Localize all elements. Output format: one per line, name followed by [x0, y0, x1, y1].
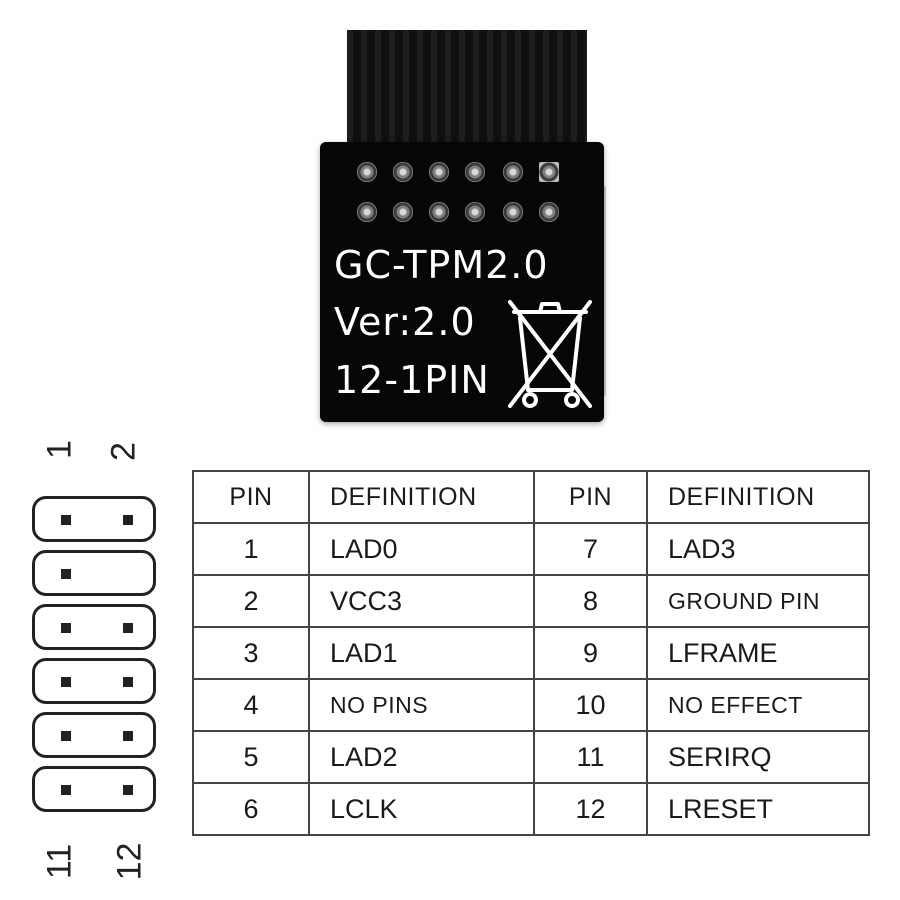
pin-2-label: 2 — [104, 442, 143, 461]
header-pin — [503, 162, 523, 182]
board-pin-count-text: 12-1PIN — [334, 358, 490, 402]
pin-definition: LAD1 — [308, 626, 535, 680]
header-row-1 — [32, 496, 156, 542]
pin-hole — [123, 623, 133, 633]
pin-definition: NO PINS — [308, 678, 535, 732]
pin-number: 2 — [192, 574, 310, 628]
board-model-text: GC-TPM2.0 — [334, 243, 549, 287]
header-pin — [357, 162, 377, 182]
board-version-text: Ver:2.0 — [334, 300, 476, 344]
header-pin — [465, 162, 485, 182]
pin-definition-table: PIN DEFINITION PIN DEFINITION 1 LAD0 7 L… — [192, 470, 870, 836]
header-pin — [465, 202, 485, 222]
pin-hole — [61, 785, 71, 795]
pin-hole — [61, 623, 71, 633]
pin-definition: LFRAME — [646, 626, 870, 680]
table-row: 2 VCC3 8 GROUND PIN — [192, 574, 870, 628]
header-pin — [393, 162, 413, 182]
pin-definition: LCLK — [308, 782, 535, 836]
header-row-5 — [32, 712, 156, 758]
header-pin — [357, 202, 377, 222]
pin-number: 11 — [533, 730, 648, 784]
pin-number: 3 — [192, 626, 310, 680]
table-row: 3 LAD1 9 LFRAME — [192, 626, 870, 680]
header-pin — [503, 202, 523, 222]
pin-hole — [123, 677, 133, 687]
pin-11-label: 11 — [40, 843, 79, 880]
pin-definition: LAD3 — [646, 522, 870, 576]
pin-definition: LAD0 — [308, 522, 535, 576]
crossed-out-wheelie-bin-icon — [508, 300, 592, 408]
pin-hole — [61, 731, 71, 741]
table-row: 1 LAD0 7 LAD3 — [192, 522, 870, 576]
pin-number: 6 — [192, 782, 310, 836]
table-row: 5 LAD2 11 SERIRQ — [192, 730, 870, 784]
header-row-4 — [32, 658, 156, 704]
header-definition: DEFINITION — [308, 470, 535, 524]
pin-hole — [123, 515, 133, 525]
pin-number: 9 — [533, 626, 648, 680]
table-header-row: PIN DEFINITION PIN DEFINITION — [192, 470, 870, 524]
pin-definition: GROUND PIN — [646, 574, 870, 628]
table-row: 6 LCLK 12 LRESET — [192, 782, 870, 836]
pin-hole — [123, 731, 133, 741]
header-pin — [429, 202, 449, 222]
pin-definition: LRESET — [646, 782, 870, 836]
header-definition: DEFINITION — [646, 470, 870, 524]
header-pin: PIN — [192, 470, 310, 524]
pin-1-label: 1 — [40, 440, 79, 459]
pin-definition: LAD2 — [308, 730, 535, 784]
pin-hole — [61, 515, 71, 525]
pin-number: 4 — [192, 678, 310, 732]
pin-number: 5 — [192, 730, 310, 784]
pin-number: 1 — [192, 522, 310, 576]
connector-housing — [347, 30, 587, 150]
pin-hole — [61, 569, 71, 579]
header-pin — [393, 202, 413, 222]
header-row-6 — [32, 766, 156, 812]
header-pin-square — [539, 162, 559, 182]
pin-number: 10 — [533, 678, 648, 732]
pin-number: 7 — [533, 522, 648, 576]
header-row-3 — [32, 604, 156, 650]
pin-12-label: 12 — [110, 842, 149, 881]
pin-definition: NO EFFECT — [646, 678, 870, 732]
pin-number: 8 — [533, 574, 648, 628]
header-pin — [539, 202, 559, 222]
pin-definition: VCC3 — [308, 574, 535, 628]
pin-hole — [123, 785, 133, 795]
header-row-2 — [32, 550, 156, 596]
pin-definition: SERIRQ — [646, 730, 870, 784]
header-pin: PIN — [533, 470, 648, 524]
header-pin — [429, 162, 449, 182]
pin-hole — [61, 677, 71, 687]
pin-header-grid — [355, 160, 575, 232]
tpm-module-board — [320, 142, 604, 422]
table-row: 4 NO PINS 10 NO EFFECT — [192, 678, 870, 732]
pin-number: 12 — [533, 782, 648, 836]
